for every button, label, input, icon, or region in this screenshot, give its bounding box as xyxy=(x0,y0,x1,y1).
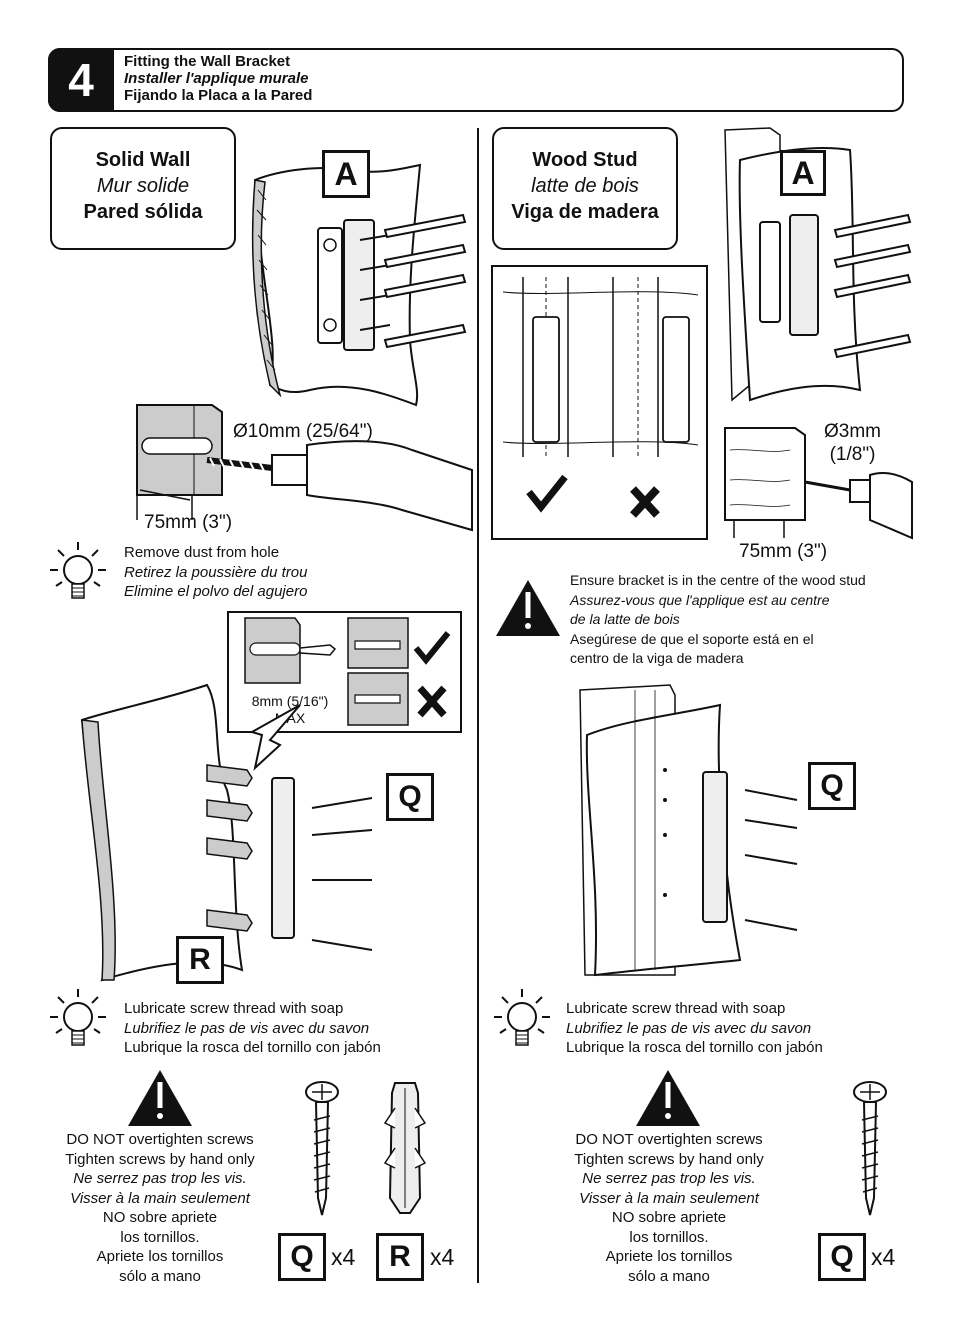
warning-icon xyxy=(128,1070,192,1126)
wood-stud-drill-illustration xyxy=(724,427,913,540)
solid-wall-label-en: Solid Wall xyxy=(95,149,191,171)
warning-right-line: Visser à la main seulement xyxy=(579,1189,759,1207)
warning-left-line: NO sobre apriete xyxy=(102,1209,218,1226)
warning-centre-line: de la latte de bois xyxy=(570,611,680,627)
solid-wall-plugs-illustration xyxy=(80,683,373,982)
wall-plug-inset xyxy=(227,611,462,733)
wall-plug-depth-illustration xyxy=(244,617,451,726)
warning-centre-line: Asegúrese de que el soporte está en el xyxy=(570,630,814,647)
warning-icon xyxy=(636,1070,700,1126)
lightbulb-icon xyxy=(494,989,550,1046)
part-r-qty: x4 xyxy=(430,1244,455,1270)
solid-wall-label-fr: Mur solide xyxy=(96,175,190,197)
wood-stud-bracket-illustration xyxy=(724,127,912,402)
warning-right-line: NO sobre apriete xyxy=(611,1209,727,1226)
tip-remove-dust-en: Remove dust from hole xyxy=(124,544,280,561)
wood-stud-label: Wood Stud latte de bois Viga de madera xyxy=(492,127,678,250)
wood-stud-screws-illustration xyxy=(579,684,798,977)
warning-centre-line: centro de la viga de madera xyxy=(570,650,744,666)
warning-right-line: DO NOT overtighten screws xyxy=(575,1131,763,1148)
warning-stud-centre: Ensure bracket is in the centre of the w… xyxy=(570,571,866,669)
tip-lubricate-left-es: Lubrique la rosca del tornillo con jabón xyxy=(124,1039,381,1056)
tip-lubricate-right: Lubricate screw thread with soap Lubrifi… xyxy=(566,999,823,1058)
tip-lubricate-left-fr: Lubrifiez le pas de vis avec du savon xyxy=(124,1019,370,1037)
lightbulb-icon xyxy=(50,542,106,599)
solid-wall-bracket-illustration xyxy=(251,163,422,407)
tip-lubricate-right-fr: Lubrifiez le pas de vis avec du savon xyxy=(566,1019,812,1037)
warning-left-line: DO NOT overtighten screws xyxy=(66,1131,254,1148)
part-q-qty-label: Q xyxy=(278,1233,326,1281)
solid-wall-label-es: Pared sólida xyxy=(83,201,203,223)
warning-overtighten-right: DO NOT overtighten screws Tighten screws… xyxy=(549,1130,789,1286)
part-r-qty-label: R xyxy=(376,1233,424,1281)
warning-left-line: sólo a mano xyxy=(119,1267,201,1285)
warning-left-line: Ne serrez pas trop les vis. xyxy=(73,1170,247,1187)
warning-left-line: Tighten screws by hand only xyxy=(65,1150,255,1168)
column-divider xyxy=(477,128,479,1283)
cross-icon xyxy=(417,685,447,718)
warning-overtighten-left: DO NOT overtighten screws Tighten screws… xyxy=(40,1130,280,1286)
wood-stud-label-en: Wood Stud xyxy=(532,149,638,171)
wood-stud-drill-diameter-line1: Ø3mm xyxy=(824,421,881,442)
warning-icon xyxy=(496,580,560,636)
step-title: Fitting the Wall Bracket Installer l'app… xyxy=(124,53,312,104)
warning-right-line: Tighten screws by hand only xyxy=(574,1150,764,1168)
part-q-label-wood: Q xyxy=(808,762,856,810)
check-icon xyxy=(413,631,451,665)
step-number: 4 xyxy=(48,48,114,112)
screw-q-drawing xyxy=(853,1081,887,1216)
part-a-label: A xyxy=(322,150,370,198)
tip-lubricate-right-en: Lubricate screw thread with soap xyxy=(566,1000,786,1017)
plug-max-line1: 8mm (5/16") xyxy=(251,693,329,709)
stud-position-illustration xyxy=(502,277,699,518)
pointer-arrow-icon xyxy=(249,704,301,771)
solid-wall-drill-depth: 75mm (3") xyxy=(144,512,233,533)
warning-centre-line: Assurez-vous que l'applique est au centr… xyxy=(570,591,830,608)
check-icon xyxy=(526,474,568,513)
solid-wall-drill-illustration xyxy=(136,404,473,532)
warning-left-line: los tornillos. xyxy=(120,1228,200,1246)
stud-position-box xyxy=(491,265,708,540)
part-a-label-wood: A xyxy=(780,150,826,196)
cross-icon xyxy=(630,486,660,518)
warning-centre-line: Ensure bracket is in the centre of the w… xyxy=(570,572,866,588)
tip-lubricate-right-es: Lubrique la rosca del tornillo con jabón xyxy=(566,1039,823,1056)
warning-left-line: Visser à la main seulement xyxy=(70,1189,250,1207)
warning-right-line: los tornillos. xyxy=(629,1228,709,1246)
wood-stud-drill-diameter: Ø3mm (1/8") xyxy=(824,420,881,466)
part-q-qty: x4 xyxy=(331,1244,356,1270)
part-r-label: R xyxy=(176,936,224,984)
tip-remove-dust: Remove dust from hole Retirez la poussiè… xyxy=(124,543,307,602)
step-title-es: Fijando la Placa a la Pared xyxy=(124,87,313,104)
wood-stud-label-fr: latte de bois xyxy=(531,175,639,197)
part-q-qty-wood: x4 xyxy=(871,1244,896,1270)
step-title-en: Fitting the Wall Bracket xyxy=(124,53,291,70)
wood-stud-drill-depth: 75mm (3") xyxy=(739,541,828,562)
solid-wall-drill-diameter: Ø10mm (25/64") xyxy=(233,421,373,442)
warning-right-line: Apriete los tornillos xyxy=(605,1248,733,1265)
tip-remove-dust-es: Elimine el polvo del agujero xyxy=(124,583,308,600)
warning-left-line: Apriete los tornillos xyxy=(96,1248,224,1265)
lightbulb-icon xyxy=(50,989,106,1046)
solid-wall-label: Solid Wall Mur solide Pared sólida xyxy=(50,127,236,250)
warning-right-line: Ne serrez pas trop les vis. xyxy=(582,1170,756,1187)
solid-wall-screws-a xyxy=(383,213,467,349)
step-title-fr: Installer l'applique murale xyxy=(124,70,309,87)
tip-lubricate-left-en: Lubricate screw thread with soap xyxy=(124,1000,344,1017)
screw-q-drawing xyxy=(305,1081,339,1216)
wood-stud-label-es: Viga de madera xyxy=(511,201,659,223)
part-q-qty-label-wood: Q xyxy=(818,1233,866,1281)
wood-stud-drill-diameter-line2: (1/8") xyxy=(829,444,876,465)
tip-remove-dust-fr: Retirez la poussière du trou xyxy=(124,563,308,581)
warning-right-line: sólo a mano xyxy=(628,1267,710,1285)
part-q-label: Q xyxy=(386,773,434,821)
tip-lubricate-left: Lubricate screw thread with soap Lubrifi… xyxy=(124,999,381,1058)
wall-plug-r-drawing xyxy=(383,1082,427,1214)
